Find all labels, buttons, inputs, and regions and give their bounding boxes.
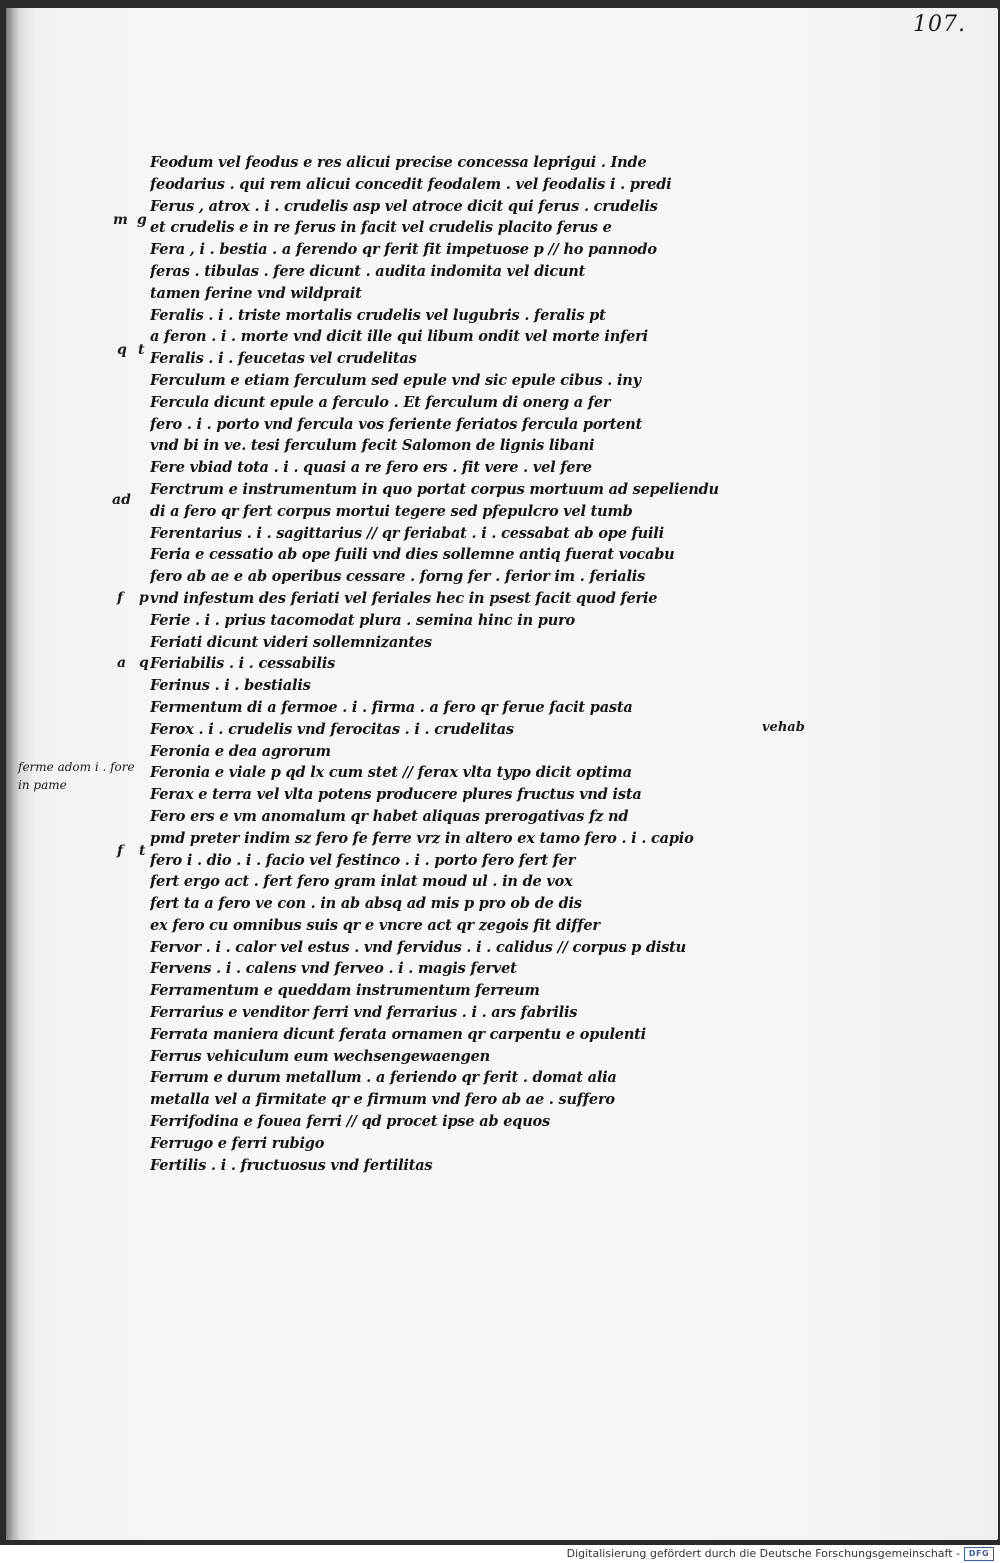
margin-mark-p: p	[139, 590, 149, 606]
manuscript-line: Fervens . i . calens vnd ferveo . i . ma…	[150, 960, 517, 978]
margin-mark-a: a	[117, 655, 127, 671]
page-gutter-shadow	[6, 8, 20, 1540]
manuscript-line: fero ab ae e ab operibus cessare . forng…	[150, 568, 646, 586]
dfg-logo-icon: DFG	[964, 1547, 994, 1561]
manuscript-line: Ferax e terra vel vlta potens producere …	[150, 786, 642, 804]
manuscript-line: Feronia e viale p qd lx cum stet // fera…	[150, 764, 632, 782]
manuscript-line: fert ergo act . fert fero gram inlat mou…	[150, 873, 573, 891]
manuscript-line: Ferculum e etiam ferculum sed epule vnd …	[150, 371, 641, 389]
manuscript-line: vnd bi in ve. tesi ferculum fecit Salomo…	[150, 437, 595, 455]
margin-mark-g: g	[137, 212, 147, 228]
manuscript-line: Fere vbiad tota . i . quasi a re fero er…	[150, 459, 592, 477]
manuscript-line: Ferus , atrox . i . crudelis asp vel atr…	[150, 197, 658, 215]
manuscript-line: Fercula dicunt epule a ferculo . Et ferc…	[150, 393, 611, 411]
manuscript-line: tamen ferine vnd wildprait	[150, 284, 362, 302]
manuscript-page	[6, 8, 998, 1540]
margin-mark-ad: ad	[112, 492, 131, 508]
manuscript-line: feras . tibulas . fere dicunt . audita i…	[150, 262, 586, 280]
manuscript-line: Fervor . i . calor vel estus . vnd fervi…	[150, 938, 687, 956]
manuscript-line: a feron . i . morte vnd dicit ille qui l…	[150, 328, 648, 346]
margin-mark-m: m	[113, 212, 128, 228]
manuscript-line: Feodum vel feodus e res alicui precise c…	[150, 154, 647, 171]
manuscript-line: di a fero qr fert corpus mortui tegere s…	[150, 502, 633, 520]
manuscript-line: vnd infestum des feriati vel feriales he…	[150, 589, 658, 607]
manuscript-line: Fertilis . i . fructuosus vnd fertilitas	[150, 1156, 433, 1174]
margin-mark-t: t	[138, 342, 145, 358]
manuscript-line: Ferramentum e queddam instrumentum ferre…	[150, 982, 540, 1000]
margin-mark-f: f	[117, 590, 124, 606]
manuscript-line: Ferrarius e venditor ferri vnd ferrarius…	[150, 1004, 578, 1022]
manuscript-line: Fermentum di a fermoe . i . firma . a fe…	[150, 698, 633, 716]
margin-mark-t-second: t	[139, 843, 146, 859]
marginal-gloss: ferme adom i . fore in pame	[18, 760, 135, 792]
manuscript-line: Ferox . i . crudelis vnd ferocitas . i .…	[150, 720, 514, 738]
manuscript-line: Feriabilis . i . cessabilis	[150, 655, 336, 673]
manuscript-line: ex fero cu omnibus suis qr e vncre act q…	[150, 916, 600, 934]
margin-mark-q: q	[117, 342, 127, 358]
manuscript-line: fert ta a fero ve con . in ab absq ad mi…	[150, 895, 582, 913]
manuscript-line: Feralis . i . feucetas vel crudelitas	[150, 350, 417, 368]
manuscript-line: Feralis . i . triste mortalis crudelis v…	[150, 306, 606, 324]
manuscript-line: fero i . dio . i . facio vel festinco . …	[150, 851, 576, 869]
manuscript-line: Ferctrum e instrumentum in quo portat co…	[150, 480, 719, 498]
folio-number: 107.	[913, 12, 966, 37]
manuscript-line: feodarius . qui rem alicui concedit feod…	[150, 175, 672, 193]
manuscript-line: Feronia e dea agrorum	[150, 742, 331, 760]
manuscript-text-block: Feodum vel feodus e res alicui precise c…	[150, 152, 850, 1176]
manuscript-line: Ferinus . i . bestialis	[150, 677, 311, 695]
manuscript-line: pmd preter indim sz fero fe ferre vrz in…	[150, 829, 694, 847]
manuscript-line: Ferentarius . i . sagittarius // qr feri…	[150, 524, 664, 542]
manuscript-line: metalla vel a firmitate qr e firmum vnd …	[150, 1091, 615, 1109]
margin-mark-f-second: f	[117, 843, 124, 859]
manuscript-line: et crudelis e in re ferus in facit vel c…	[150, 219, 612, 237]
manuscript-line: Ferrus vehiculum eum wechsengewaengen	[150, 1047, 490, 1065]
manuscript-line: Fero ers e vm anomalum qr habet aliquas …	[150, 807, 629, 825]
manuscript-line: Feria e cessatio ab ope fuili vnd dies s…	[150, 546, 675, 564]
footer-bar	[0, 1545, 1000, 1563]
margin-mark-q-second: q	[139, 655, 149, 671]
manuscript-line: Feriati dicunt videri sollemnizantes	[150, 633, 432, 651]
digitization-credit: Digitalisierung gefördert durch die Deut…	[566, 1547, 960, 1560]
manuscript-line: Ferrum e durum metallum . a feriendo qr …	[150, 1069, 617, 1087]
manuscript-line: Fera , i . bestia . a ferendo qr ferit f…	[150, 241, 657, 259]
manuscript-line: fero . i . porto vnd fercula vos ferient…	[150, 415, 643, 433]
manuscript-line: Ferrifodina e fouea ferri // qd procet i…	[150, 1113, 550, 1131]
manuscript-line: Ferrugo e ferri rubigo	[150, 1134, 325, 1152]
manuscript-line: Ferie . i . prius tacomodat plura . semi…	[150, 611, 575, 629]
manuscript-line: Ferrata maniera dicunt ferata ornamen qr…	[150, 1025, 646, 1043]
interlinear-note: vehab	[762, 720, 805, 735]
